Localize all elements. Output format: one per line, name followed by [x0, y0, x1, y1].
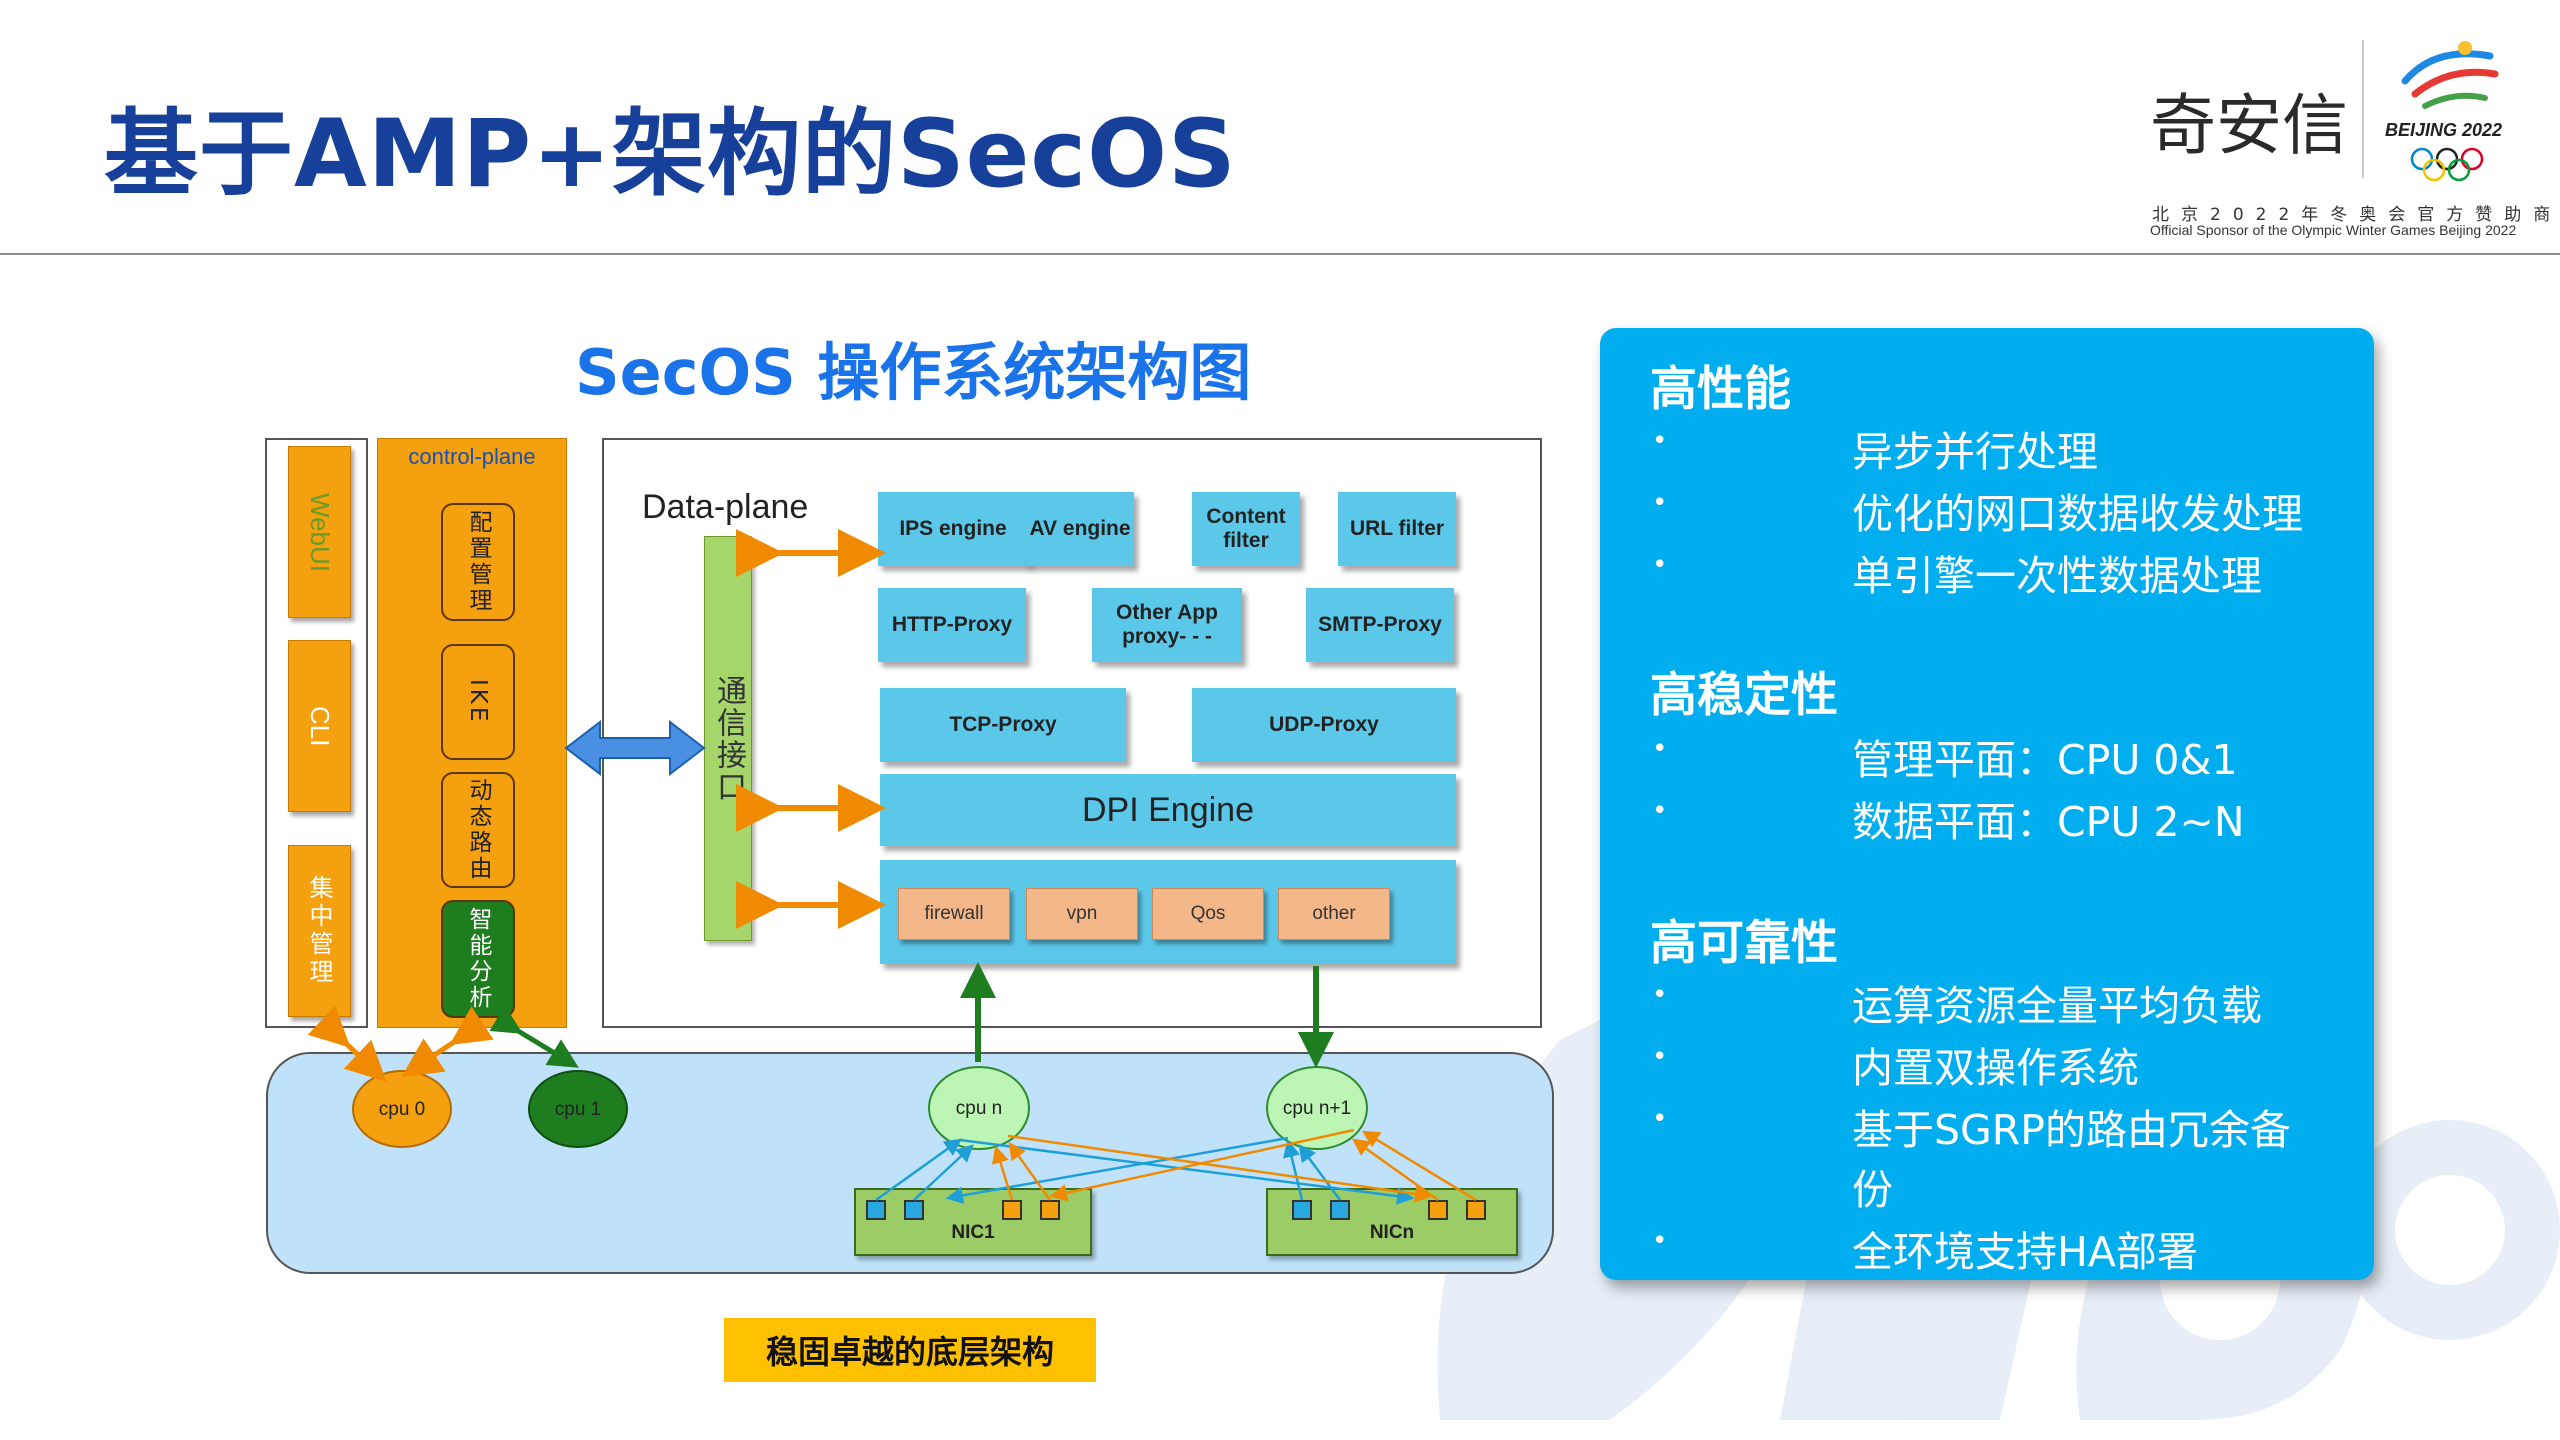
cpu-0-node: cpu 0 — [352, 1070, 452, 1148]
av-engine-box: AV engine — [1026, 492, 1134, 566]
tcp-proxy-box: TCP-Proxy — [880, 688, 1126, 762]
ips-engine-box: IPS engine — [878, 492, 1028, 566]
other-module: other — [1278, 888, 1390, 940]
firewall-module: firewall — [898, 888, 1010, 940]
dynamic-routing-item: 动态路由 — [441, 772, 515, 888]
feature-card — [1600, 328, 2374, 1280]
central-management-box: 集中管理 — [288, 845, 351, 1017]
feature-item: 全环境支持HA部署 — [1852, 1228, 2198, 1276]
nicn-port — [1428, 1200, 1448, 1220]
smtp-proxy-box: SMTP-Proxy — [1306, 588, 1454, 662]
content-filter-box: Content filter — [1192, 492, 1300, 566]
bullet-icon: • — [1652, 796, 1668, 826]
page-title: 基于AMP+架构的SecOS — [104, 100, 1237, 209]
feature-item-continuation: 份 — [1852, 1166, 1893, 1214]
feature-item: 优化的网口数据收发处理 — [1852, 490, 2303, 538]
communication-interface: 通信接口 — [704, 536, 752, 941]
feature-item: 管理平面：CPU 0&1 — [1852, 736, 2238, 784]
bullet-icon: • — [1652, 426, 1668, 456]
nicn-port — [1330, 1200, 1350, 1220]
cpu-n-plus-1-node: cpu n+1 — [1266, 1066, 1368, 1150]
webui-box: WebUI — [288, 446, 351, 618]
cpu-0-label: cpu 0 — [378, 1098, 426, 1120]
section-title-reliability: 高可靠性 — [1650, 916, 1838, 971]
vpn-module: vpn — [1026, 888, 1138, 940]
diagram-caption: 稳固卓越的底层架构 — [724, 1318, 1096, 1382]
bullet-icon: • — [1652, 1104, 1668, 1134]
cpu-n-plus-1-label: cpu n+1 — [1282, 1097, 1352, 1119]
logo-divider — [2362, 40, 2364, 178]
nic1-port — [904, 1200, 924, 1220]
other-app-proxy-box: Other App proxy- - - — [1092, 588, 1242, 662]
cli-box: CLI — [288, 640, 351, 812]
bullet-icon: • — [1652, 1226, 1668, 1256]
bullet-icon: • — [1652, 1042, 1668, 1072]
cpu-n-label: cpu n — [955, 1097, 1003, 1119]
section-title-stability: 高稳定性 — [1650, 668, 1838, 723]
qos-module: Qos — [1152, 888, 1264, 940]
olympic-rings-icon — [2410, 147, 2484, 182]
section-title-performance: 高性能 — [1650, 362, 1791, 417]
cpu-1-label: cpu 1 — [554, 1098, 602, 1120]
bullet-icon: • — [1652, 734, 1668, 764]
brand-logo-text: 奇安信 — [2150, 87, 2348, 164]
beijing-2022-mark: BEIJING 2022 — [2385, 120, 2503, 140]
config-management-item: 配置管理 — [441, 503, 515, 621]
feature-item: 异步并行处理 — [1852, 428, 2098, 476]
ike-item: IKE — [441, 644, 515, 760]
nicn-port — [1292, 1200, 1312, 1220]
bullet-icon: • — [1652, 980, 1668, 1010]
nicn-label: NICn — [1369, 1222, 1415, 1243]
feature-item: 单引擎一次性数据处理 — [1852, 552, 2262, 600]
feature-item: 内置双操作系统 — [1852, 1044, 2139, 1092]
udp-proxy-box: UDP-Proxy — [1192, 688, 1456, 762]
header-divider — [0, 253, 2560, 255]
bullet-icon: • — [1652, 550, 1668, 580]
nic1-port — [866, 1200, 886, 1220]
feature-item: 数据平面：CPU 2~N — [1852, 798, 2245, 846]
intelligent-analysis-item: 智能分析 — [441, 900, 515, 1018]
sponsor-text-cn: 北京2022年冬奥会官方赞助商 — [2152, 205, 2560, 225]
feature-item: 运算资源全量平均负载 — [1852, 982, 2262, 1030]
feature-item: 基于SGRP的路由冗余备 — [1852, 1106, 2292, 1154]
http-proxy-box: HTTP-Proxy — [878, 588, 1026, 662]
cpu-n-node: cpu n — [928, 1066, 1030, 1150]
nic1-port — [1040, 1200, 1060, 1220]
olympic-emblem-icon — [2401, 41, 2499, 109]
dpi-engine-box: DPI Engine — [880, 774, 1456, 846]
cpu-1-node: cpu 1 — [528, 1070, 628, 1148]
diagram-title: SecOS 操作系统架构图 — [575, 336, 1252, 409]
sponsor-text-en: Official Sponsor of the Olympic Winter G… — [2150, 222, 2517, 238]
nicn-port — [1466, 1200, 1486, 1220]
url-filter-box: URL filter — [1338, 492, 1456, 566]
bullet-icon: • — [1652, 488, 1668, 518]
nic1-port — [1002, 1200, 1022, 1220]
nic1-label: NIC1 — [951, 1222, 995, 1243]
control-plane-label: control-plane — [408, 444, 536, 469]
data-plane-label: Data-plane — [642, 488, 809, 526]
